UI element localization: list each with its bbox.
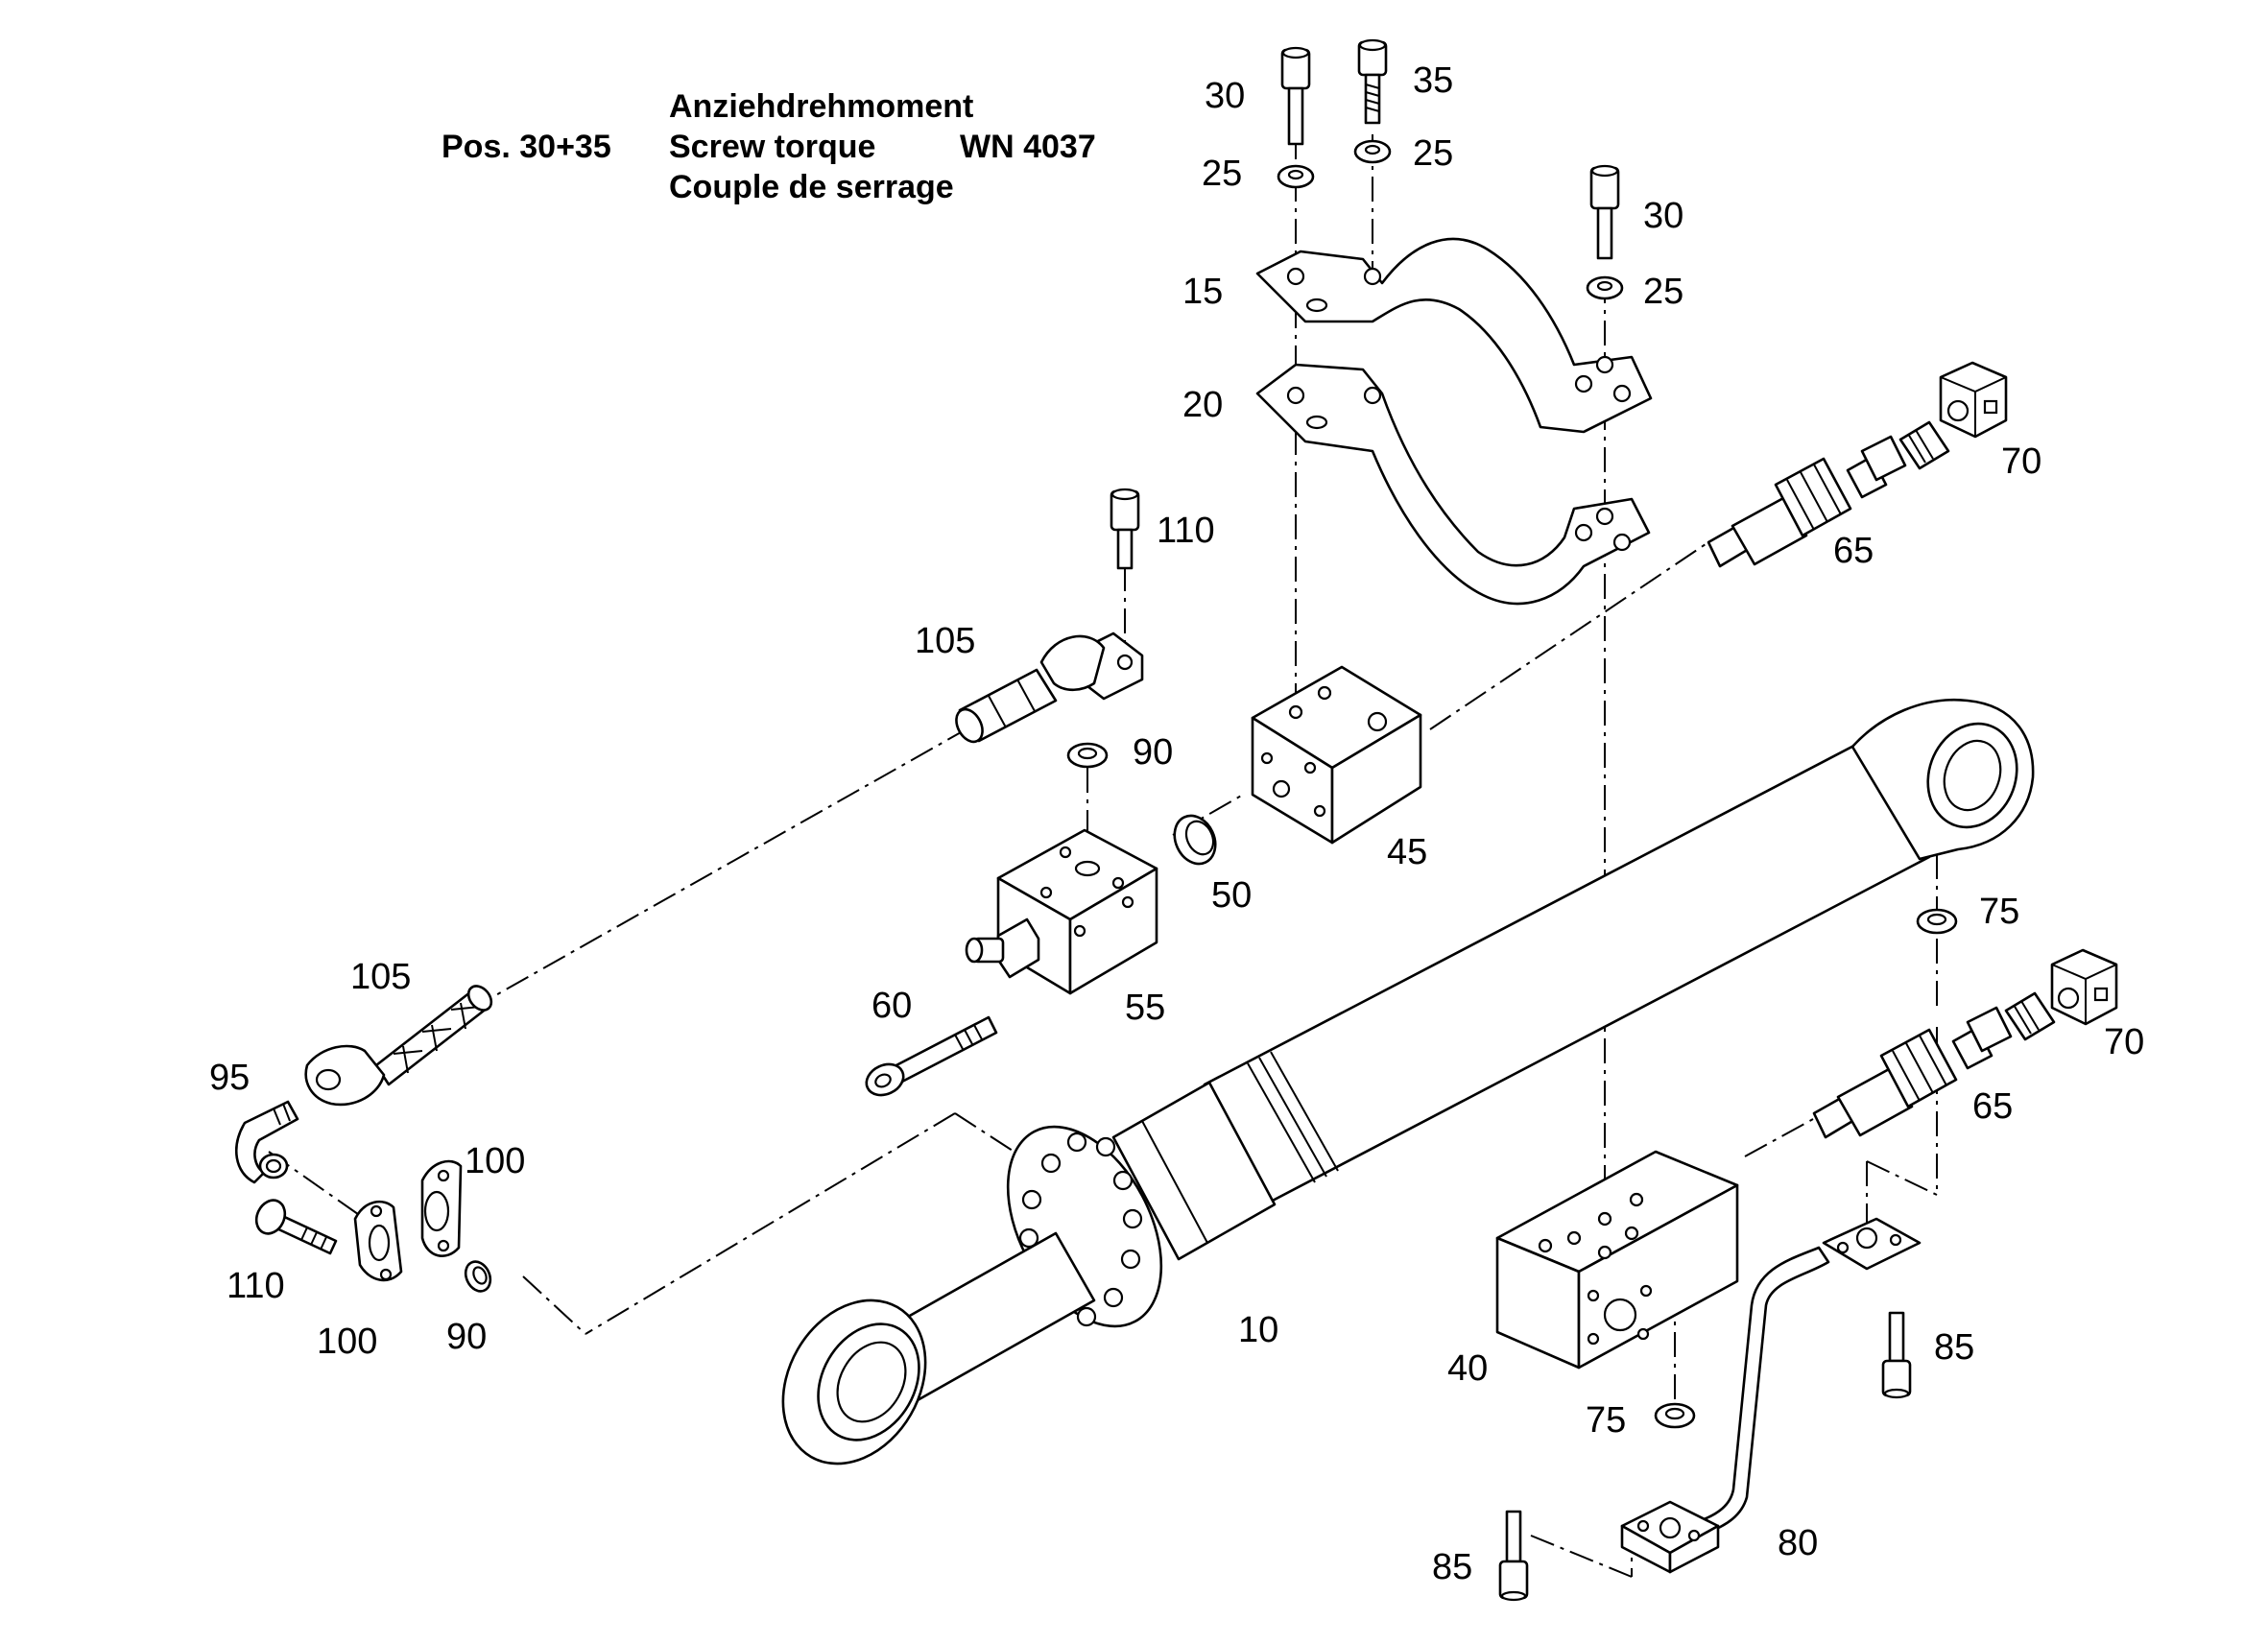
callout-105-left: 105	[350, 957, 411, 997]
callout-95: 95	[209, 1058, 250, 1098]
callout-80: 80	[1778, 1523, 1818, 1563]
torque-note-english: Screw torque	[669, 129, 876, 165]
callout-25-right: 25	[1643, 272, 1683, 312]
torque-note-title: Anziehdrehmoment	[669, 88, 974, 125]
callout-70-upper: 70	[2001, 441, 2041, 482]
screw-85-right	[1881, 1311, 1912, 1399]
valve-block-45	[1251, 665, 1422, 845]
manifold-block-40	[1495, 1150, 1739, 1370]
screw-110-left	[254, 1199, 338, 1255]
connector-70-upper	[1939, 361, 2008, 439]
callout-40: 40	[1447, 1348, 1488, 1389]
torque-note-french: Couple de serrage	[669, 169, 954, 205]
callout-65-upper: 65	[1833, 531, 1874, 571]
pipe-assembly-80	[1620, 1217, 1922, 1574]
torque-note-standard: WN 4037	[960, 129, 1096, 165]
valve-block-55	[965, 828, 1158, 995]
screw-35	[1357, 38, 1388, 125]
callout-90-left: 90	[446, 1317, 487, 1357]
screw-30-right	[1589, 164, 1620, 260]
callout-25-middle: 25	[1413, 133, 1453, 174]
callout-25-left: 25	[1202, 154, 1242, 194]
torque-note-position: Pos. 30+35	[442, 129, 611, 165]
callout-35: 35	[1413, 60, 1453, 101]
callout-15: 15	[1182, 272, 1223, 312]
callout-60: 60	[871, 986, 912, 1026]
callout-110-top: 110	[1157, 511, 1215, 551]
screw-60	[865, 1015, 998, 1097]
callout-85-left: 85	[1432, 1547, 1472, 1587]
pressure-switch-65-lower	[1812, 991, 2056, 1139]
clamp-upper-15	[1255, 237, 1653, 434]
callout-65-lower: 65	[1972, 1086, 2013, 1127]
callout-45: 45	[1387, 832, 1427, 872]
callout-55: 55	[1125, 988, 1165, 1028]
callout-30-right: 30	[1643, 196, 1683, 236]
callout-70-lower: 70	[2104, 1022, 2144, 1062]
hydraulic-cylinder	[781, 698, 2035, 1465]
callout-labels: 30 35 25 25 30 25 15 20 70 65 110 105 90…	[209, 60, 2144, 1587]
seal-ring-50	[1173, 814, 1217, 866]
callout-100-upper: 100	[465, 1141, 525, 1181]
screw-85-left	[1498, 1510, 1529, 1602]
callout-75-lower: 75	[1586, 1400, 1626, 1441]
callout-20: 20	[1182, 385, 1223, 425]
callout-110-left: 110	[227, 1266, 285, 1306]
washer-25-left	[1277, 164, 1315, 189]
callout-100-lower: 100	[317, 1322, 377, 1362]
callout-90-middle: 90	[1133, 732, 1173, 773]
callout-10: 10	[1238, 1310, 1278, 1350]
pressure-switch-65-upper	[1707, 420, 1950, 568]
o-ring-75-upper	[1916, 908, 1958, 935]
clamp-lower-20	[1255, 363, 1651, 606]
o-ring-75-lower	[1654, 1402, 1696, 1429]
callout-30-left: 30	[1205, 76, 1245, 116]
flange-half-100-upper	[420, 1159, 463, 1257]
callout-85-right: 85	[1934, 1327, 1974, 1368]
callout-50: 50	[1211, 875, 1252, 916]
o-ring-90-middle	[1066, 742, 1109, 769]
washer-25-middle	[1353, 139, 1392, 164]
screw-30-left	[1280, 46, 1311, 146]
connector-70-lower	[2050, 948, 2118, 1026]
flange-half-100-lower	[353, 1200, 403, 1282]
screw-110-top	[1110, 488, 1140, 570]
washer-25-right	[1586, 275, 1624, 300]
callout-105-top: 105	[915, 621, 975, 661]
elbow-flange-105	[955, 631, 1144, 744]
hose-105	[304, 985, 493, 1107]
o-ring-90-left	[464, 1260, 492, 1293]
elbow-95	[235, 1100, 299, 1184]
callout-75-upper: 75	[1979, 892, 2019, 932]
